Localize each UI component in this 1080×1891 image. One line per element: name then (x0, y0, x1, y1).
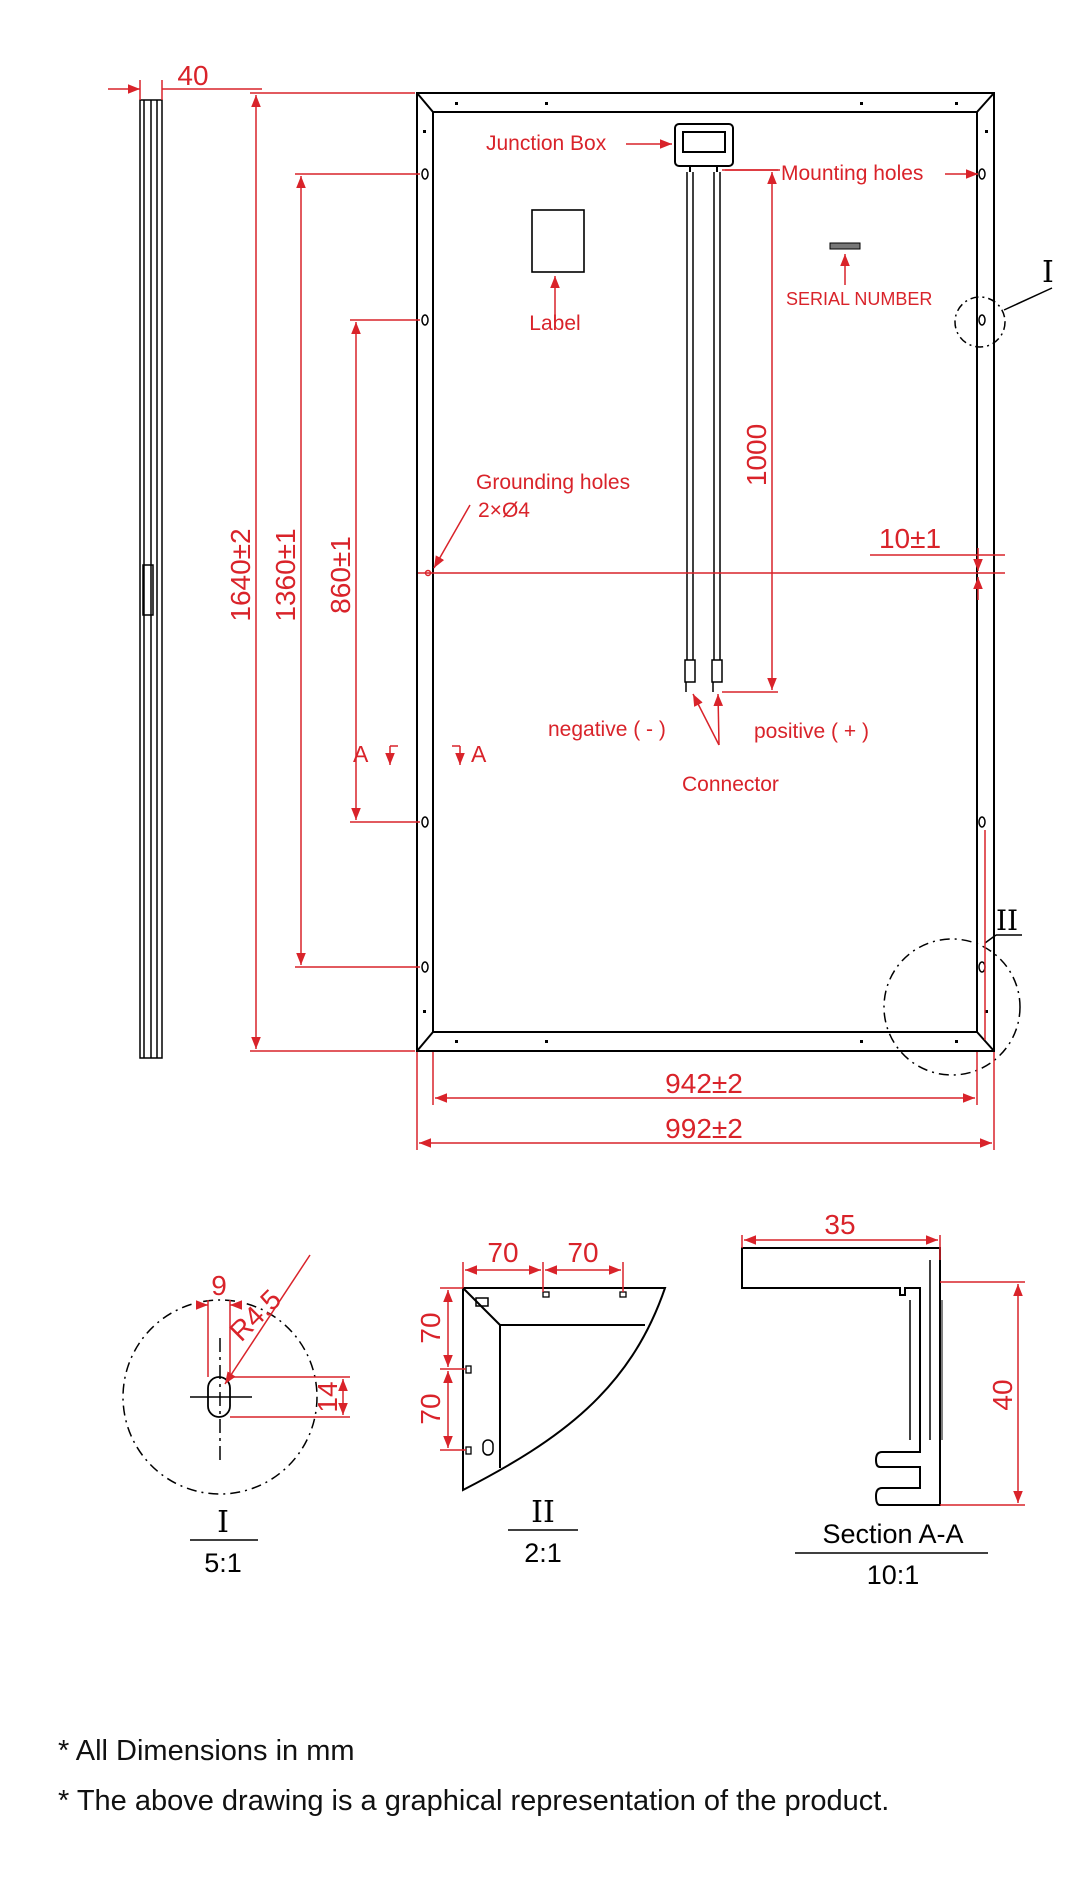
junction-box (674, 123, 734, 172)
positive-label: positive ( + ) (754, 720, 869, 743)
cables (684, 172, 723, 692)
detail-I-scale: 5:1 (204, 1548, 242, 1578)
label-box (531, 209, 585, 273)
section-name: Section A-A (822, 1519, 963, 1549)
detail-II-d2: 70 (567, 1237, 598, 1268)
label-label: Label (529, 312, 580, 335)
grounding-holes-label: Grounding holes (476, 471, 630, 494)
serial-number-label: SERIAL NUMBER (786, 289, 932, 309)
detail-II-d1: 70 (487, 1237, 518, 1268)
serial-number-plate (829, 242, 861, 250)
detail-I-name: I (217, 1505, 229, 1540)
connector-label: Connector (682, 773, 779, 796)
thickness-dim: 40 (177, 60, 208, 91)
mount-spacing-outer-dim: 1360±1 (270, 528, 301, 621)
detail-I-width: 9 (211, 1270, 227, 1301)
section-mark-right: A (471, 741, 487, 767)
detail-II-circle (883, 938, 1021, 1076)
note-representation: * The above drawing is a graphical repre… (58, 1785, 890, 1817)
inner-width-dim: 942±2 (665, 1068, 743, 1099)
detail-I: 9 R4.5 14 I 5:1 (122, 1254, 350, 1578)
ground-offset-dim: 10±1 (879, 523, 941, 554)
mount-spacing-inner-dim: 860±1 (325, 536, 356, 614)
note-dimensions: * All Dimensions in mm (58, 1735, 355, 1767)
mounting-holes-label: Mounting holes (781, 162, 923, 185)
section-scale: 10:1 (867, 1560, 920, 1590)
dimension-lines (108, 80, 1005, 1150)
mounting-holes (421, 168, 986, 973)
detail-II: 70 70 70 70 II 2:1 (415, 1237, 667, 1568)
outer-width-dim: 992±2 (665, 1113, 743, 1144)
height-dim: 1640±2 (225, 528, 256, 621)
detail-II-marker: II (996, 904, 1018, 937)
leaders (385, 139, 978, 765)
section-height: 40 (987, 1379, 1018, 1410)
detail-II-scale: 2:1 (524, 1538, 562, 1568)
detail-II-name: II (531, 1495, 555, 1530)
section-mark-left: A (353, 741, 369, 767)
section-width: 35 (824, 1209, 855, 1240)
side-view (139, 99, 163, 1059)
panel-frame (416, 92, 995, 1052)
detail-I-circle (954, 296, 1006, 348)
frame-slots (423, 102, 988, 1043)
grounding-spec-label: 2×Ø4 (478, 499, 530, 522)
detail-II-d3: 70 (415, 1312, 446, 1343)
junction-box-label: Junction Box (486, 132, 607, 155)
detail-I-height: 14 (312, 1381, 343, 1412)
cable-length-dim: 1000 (741, 424, 772, 486)
section-a-a: 35 40 Section A-A 10:1 (741, 1209, 1025, 1590)
negative-label: negative ( - ) (548, 718, 666, 741)
detail-I-marker: I (1042, 255, 1054, 290)
detail-II-d4: 70 (415, 1393, 446, 1424)
